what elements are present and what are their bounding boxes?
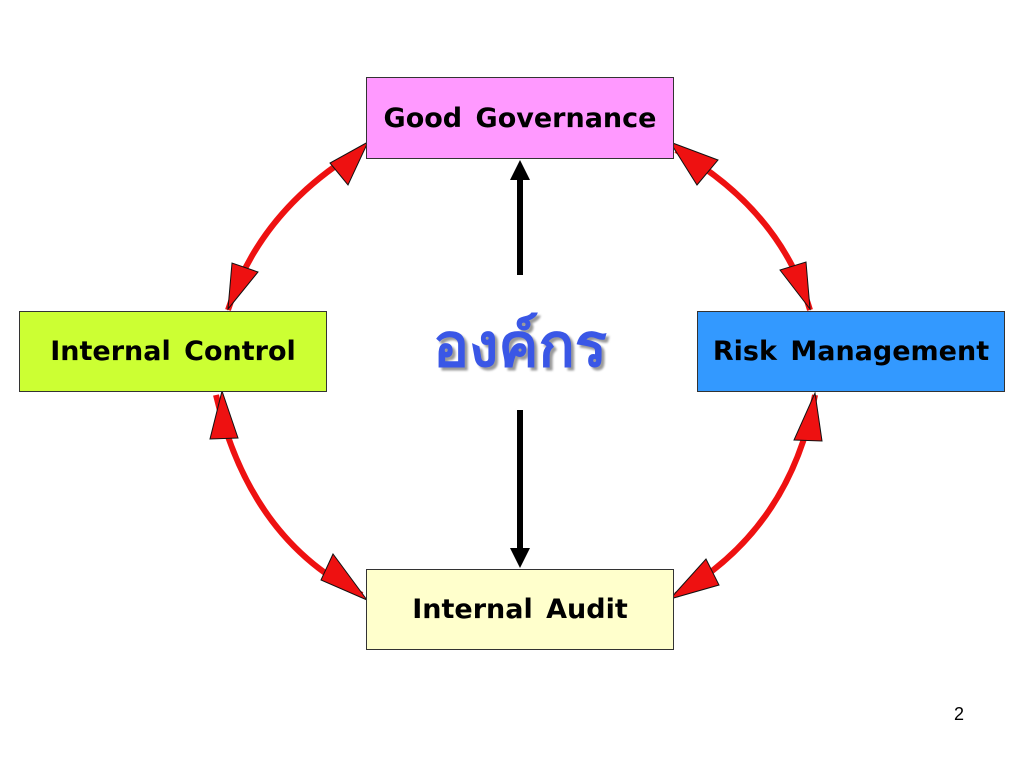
arrow-center-down-head (510, 548, 530, 568)
arrowhead-control-top (227, 262, 259, 311)
arrow-risk-audit (674, 394, 818, 598)
arrowhead-audit-left (320, 553, 369, 602)
node-risk-management-label: Risk Management (712, 336, 990, 367)
slide-number: 2 (953, 704, 964, 724)
arrowhead-audit-right (668, 558, 720, 600)
node-internal-control: Internal Control (19, 311, 327, 392)
arrowhead-governance-left (329, 140, 370, 186)
node-good-governance-label: Good Governance (383, 102, 657, 134)
node-internal-audit: Internal Audit (366, 569, 674, 650)
node-good-governance: Good Governance (366, 77, 674, 159)
node-internal-control-label: Internal Control (50, 336, 296, 367)
arrowhead-control-bottom (209, 389, 239, 440)
arrowhead-governance-right (668, 141, 719, 186)
node-internal-audit-label: Internal Audit (412, 594, 628, 625)
node-risk-management: Risk Management (697, 311, 1005, 392)
arrowhead-risk-bottom (793, 391, 823, 442)
arrowhead-risk-top (779, 261, 811, 311)
arrow-center-up-head (510, 160, 530, 180)
center-title: องค์กร (432, 310, 608, 381)
